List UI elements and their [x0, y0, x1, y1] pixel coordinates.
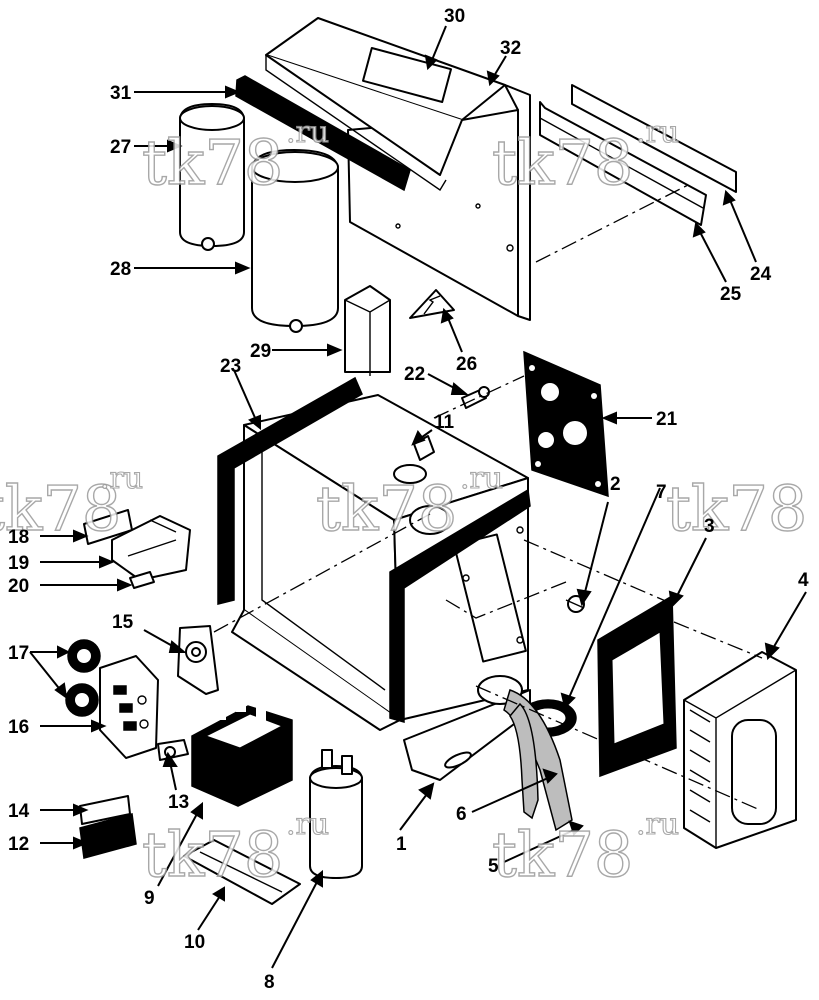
callout-7: 7 [656, 482, 667, 503]
callout-4: 4 [798, 570, 809, 591]
callout-13: 13 [168, 792, 189, 813]
callout-16: 16 [8, 717, 29, 738]
watermark-text: tk78 [666, 472, 807, 545]
callout-27: 27 [110, 137, 131, 158]
callout-29: 29 [250, 341, 271, 362]
capacitor-small [179, 103, 245, 251]
callout-28: 28 [110, 259, 131, 280]
label-plate [361, 46, 453, 104]
callout-31: 31 [110, 83, 132, 104]
terminal-strip-bottom [79, 813, 137, 859]
terminal-parts [83, 509, 191, 589]
contactor [191, 692, 293, 807]
gasket-left [217, 376, 363, 605]
alignment-lines [213, 183, 763, 811]
callout-11: 11 [434, 412, 455, 433]
watermarks: tk78 .ru tk78 .ru tk78 .ru tk78 .ru tk78… [0, 114, 808, 891]
callout-19: 19 [8, 553, 29, 574]
callout-25: 25 [720, 284, 742, 305]
leader-lines [29, 25, 807, 969]
mounting-bracket [177, 625, 219, 695]
callout-20: 20 [8, 576, 29, 597]
callout-12: 12 [8, 834, 29, 855]
callout-labels: 1 2 3 4 5 6 7 8 9 10 11 12 13 14 15 16 1… [8, 6, 809, 993]
capacitor-large [251, 149, 339, 333]
callout-15: 15 [112, 612, 134, 633]
callout-18: 18 [8, 527, 29, 548]
callout-17: 17 [8, 643, 29, 664]
callout-2: 2 [610, 474, 621, 495]
callout-21: 21 [656, 409, 678, 430]
watermark-text: tk78 [142, 126, 283, 199]
callout-24: 24 [750, 264, 772, 285]
connector [157, 739, 189, 761]
rail-strips [539, 84, 737, 226]
callout-1: 1 [396, 834, 407, 855]
callout-10: 10 [184, 932, 205, 953]
callout-8: 8 [264, 972, 275, 993]
watermark-text: tk78 [0, 472, 121, 545]
transformer [683, 651, 797, 849]
gasket-right [389, 488, 531, 723]
callout-22: 22 [404, 364, 425, 385]
callout-14: 14 [8, 801, 30, 822]
gasket-plate [523, 350, 609, 498]
callout-30: 30 [444, 6, 465, 27]
watermark-text: tk78 [142, 818, 283, 891]
din-rail [183, 839, 301, 905]
bolt [461, 386, 490, 409]
terminal-block [99, 655, 159, 759]
watermark-suffix: .ru [100, 461, 143, 496]
gasket-frame [597, 594, 677, 778]
watermark-text: tk78 [492, 126, 633, 199]
relay [344, 285, 391, 376]
watermark-suffix: .ru [636, 807, 679, 842]
cable-bundle [503, 689, 577, 832]
callout-3: 3 [704, 516, 715, 537]
watermark-suffix: .ru [460, 461, 503, 496]
callout-9: 9 [144, 888, 155, 909]
watermark-text: tk78 [316, 472, 457, 545]
callout-6: 6 [456, 804, 467, 825]
grommets [65, 639, 101, 717]
watermark-text: tk78 [492, 818, 633, 891]
callout-5: 5 [488, 856, 499, 877]
callout-32: 32 [500, 38, 521, 59]
watermark-suffix: .ru [286, 807, 329, 842]
watermark-suffix: .ru [286, 115, 329, 150]
callout-26: 26 [456, 354, 477, 375]
watermark-suffix: .ru [636, 115, 679, 150]
callout-23: 23 [220, 356, 241, 377]
